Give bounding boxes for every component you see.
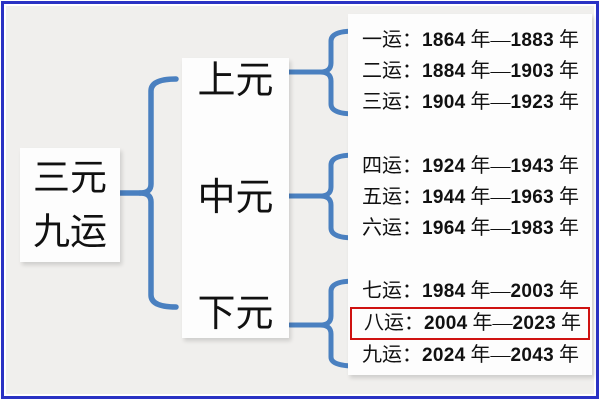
era-label-2: 中元	[197, 176, 274, 219]
era-label-3: 下元	[197, 293, 274, 335]
period-row: 三运：1904 年—1923 年	[348, 87, 592, 118]
period-text: 年	[555, 312, 581, 334]
period-text: —	[492, 312, 513, 334]
period-year: 2024	[422, 345, 466, 366]
period-text: 年	[553, 280, 579, 302]
period-text: 五运：	[362, 186, 422, 208]
period-year: 1984	[422, 281, 466, 302]
period-text: —	[490, 280, 511, 302]
period-year: 1904	[422, 92, 466, 113]
period-text: 年	[553, 60, 579, 82]
period-text: 年	[465, 186, 491, 208]
period-year: 1864	[422, 30, 466, 51]
period-year: 2004	[424, 313, 468, 334]
period-text: —	[490, 186, 511, 208]
period-text: —	[490, 29, 511, 51]
period-group-1: 一运：1864 年—1883 年二运：1884 年—1903 年三运：1904 …	[348, 25, 592, 118]
period-row: 一运：1864 年—1883 年	[348, 25, 592, 56]
era-label-1: 上元	[197, 60, 274, 102]
periods-column: 一运：1864 年—1883 年二运：1884 年—1903 年三运：1904 …	[348, 14, 592, 375]
period-text: —	[490, 155, 511, 177]
period-text: 年	[465, 91, 491, 113]
period-row: 九运：2024 年—2043 年	[348, 340, 592, 371]
period-row: 五运：1944 年—1963 年	[348, 182, 592, 213]
period-year: 1884	[422, 61, 466, 82]
period-text: —	[490, 91, 511, 113]
period-row: 二运：1884 年—1903 年	[348, 56, 592, 87]
period-text: 年	[467, 312, 493, 334]
period-year: 1944	[422, 187, 466, 208]
period-text: 二运：	[362, 60, 422, 82]
period-year: 1963	[510, 187, 554, 208]
period-text: 年	[465, 344, 491, 366]
period-text: 六运：	[362, 217, 422, 239]
period-text: 年	[553, 344, 579, 366]
period-year: 1903	[510, 61, 554, 82]
period-text: 年	[465, 217, 491, 239]
period-row: 七运：1984 年—2003 年	[348, 276, 592, 307]
period-text: 九运：	[362, 344, 422, 366]
period-row: 四运：1924 年—1943 年	[348, 151, 592, 182]
root-title-box: 三元 九运	[20, 148, 120, 262]
root-title-line-1: 三元	[33, 158, 107, 199]
period-text: 年	[553, 29, 579, 51]
period-text: 四运：	[362, 155, 422, 177]
period-text: 年	[465, 280, 491, 302]
period-text: —	[490, 217, 511, 239]
period-year: 2003	[510, 281, 554, 302]
period-text: 年	[465, 29, 491, 51]
period-row-highlighted: 八运：2004 年—2023 年	[350, 307, 590, 340]
period-text: 年	[553, 186, 579, 208]
period-text: 年	[553, 217, 579, 239]
period-year: 1883	[510, 30, 554, 51]
period-year: 2023	[512, 313, 556, 334]
era-labels-column: 上元中元下元	[182, 58, 289, 338]
period-text: 八运：	[364, 312, 424, 334]
period-text: 年	[553, 91, 579, 113]
period-year: 1983	[510, 218, 554, 239]
period-year: 2043	[510, 345, 554, 366]
period-year: 1943	[510, 156, 554, 177]
period-group-3: 七运：1984 年—2003 年八运：2004 年—2023 年九运：2024 …	[348, 276, 592, 371]
period-year: 1923	[510, 92, 554, 113]
period-text: 年	[553, 155, 579, 177]
period-text: 三运：	[362, 91, 422, 113]
period-year: 1924	[422, 156, 466, 177]
period-text: 年	[465, 60, 491, 82]
period-text: 七运：	[362, 280, 422, 302]
period-year: 1964	[422, 218, 466, 239]
period-text: 年	[465, 155, 491, 177]
period-text: —	[490, 60, 511, 82]
root-title-line-2: 九运	[33, 212, 107, 253]
period-row: 六运：1964 年—1983 年	[348, 213, 592, 244]
period-text: 一运：	[362, 29, 422, 51]
period-group-2: 四运：1924 年—1943 年五运：1944 年—1963 年六运：1964 …	[348, 151, 592, 244]
period-text: —	[490, 344, 511, 366]
